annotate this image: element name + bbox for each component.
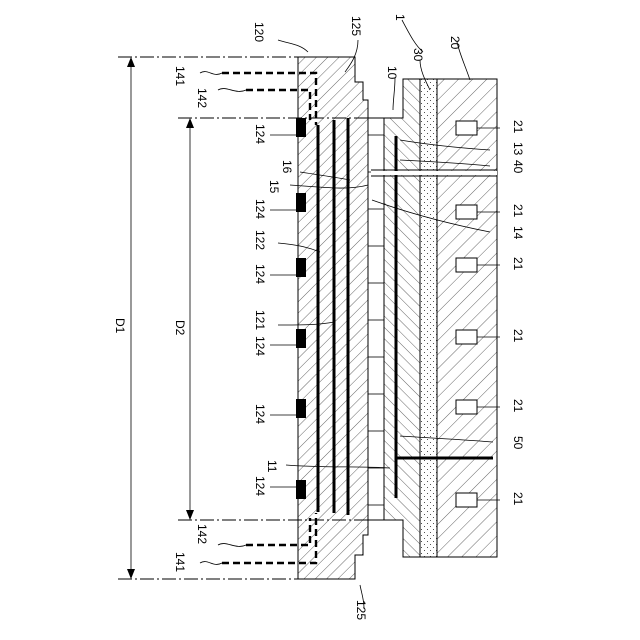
cooling-channel bbox=[456, 121, 477, 135]
d2-arrow-top bbox=[186, 118, 194, 128]
label-head: 120 bbox=[252, 22, 266, 42]
label-11: 11 bbox=[265, 460, 279, 473]
label-base: 20 bbox=[448, 36, 462, 50]
pin-column bbox=[368, 118, 384, 520]
d2-arrow-bot bbox=[186, 510, 194, 520]
label-141-top: 141 bbox=[173, 66, 187, 86]
label-21-4: 21 bbox=[511, 329, 525, 343]
leader-142-top bbox=[218, 89, 246, 92]
label-124-6: 124 bbox=[253, 476, 267, 496]
label-121: 121 bbox=[253, 310, 267, 330]
label-16: 16 bbox=[280, 160, 294, 174]
label-d2: D2 bbox=[173, 320, 187, 336]
label-141-bot: 141 bbox=[173, 552, 187, 572]
leader-141-top bbox=[200, 72, 222, 75]
rf-pad bbox=[296, 258, 306, 277]
label-125-top: 125 bbox=[349, 16, 363, 36]
label-124-2: 124 bbox=[253, 199, 267, 219]
cooling-channel bbox=[456, 205, 477, 219]
label-50: 50 bbox=[511, 436, 525, 450]
label-124-3: 124 bbox=[253, 264, 267, 284]
cooling-channel bbox=[456, 258, 477, 272]
label-21-5: 21 bbox=[511, 399, 525, 413]
gas-hole-fill bbox=[371, 171, 497, 175]
label-plate: 10 bbox=[385, 66, 399, 80]
d1-arrow-bot bbox=[127, 569, 135, 579]
label-21-1: 21 bbox=[511, 120, 525, 134]
rf-pad bbox=[296, 480, 306, 499]
cooling-channel bbox=[456, 400, 477, 414]
label-14: 14 bbox=[511, 226, 525, 240]
label-21-2: 21 bbox=[511, 204, 525, 218]
label-124-1: 124 bbox=[253, 124, 267, 144]
leader-141-bot bbox=[200, 562, 222, 565]
label-adh: 30 bbox=[411, 48, 425, 62]
label-142-top: 142 bbox=[195, 88, 209, 108]
label-13: 13 bbox=[511, 142, 525, 156]
ceramic-plate bbox=[384, 79, 420, 557]
label-15: 15 bbox=[267, 180, 281, 194]
label-40: 40 bbox=[511, 160, 525, 174]
rf-pad bbox=[296, 118, 306, 137]
label-dev: 1 bbox=[393, 14, 407, 21]
d1-arrow-top bbox=[127, 57, 135, 67]
cooling-channel bbox=[456, 330, 477, 344]
label-d1: D1 bbox=[113, 318, 127, 334]
label-142-bot: 142 bbox=[195, 524, 209, 544]
base-plate bbox=[437, 79, 497, 557]
label-124-4: 124 bbox=[253, 336, 267, 356]
rf-pad bbox=[296, 193, 306, 212]
label-21-3: 21 bbox=[511, 257, 525, 271]
label-124-5: 124 bbox=[253, 404, 267, 424]
label-125-bot: 125 bbox=[354, 600, 368, 620]
leader-142-bot bbox=[218, 544, 246, 547]
label-122: 122 bbox=[253, 230, 267, 250]
adhesive-layer bbox=[420, 79, 437, 557]
cooling-channel bbox=[456, 493, 477, 507]
label-21-6: 21 bbox=[511, 492, 525, 506]
